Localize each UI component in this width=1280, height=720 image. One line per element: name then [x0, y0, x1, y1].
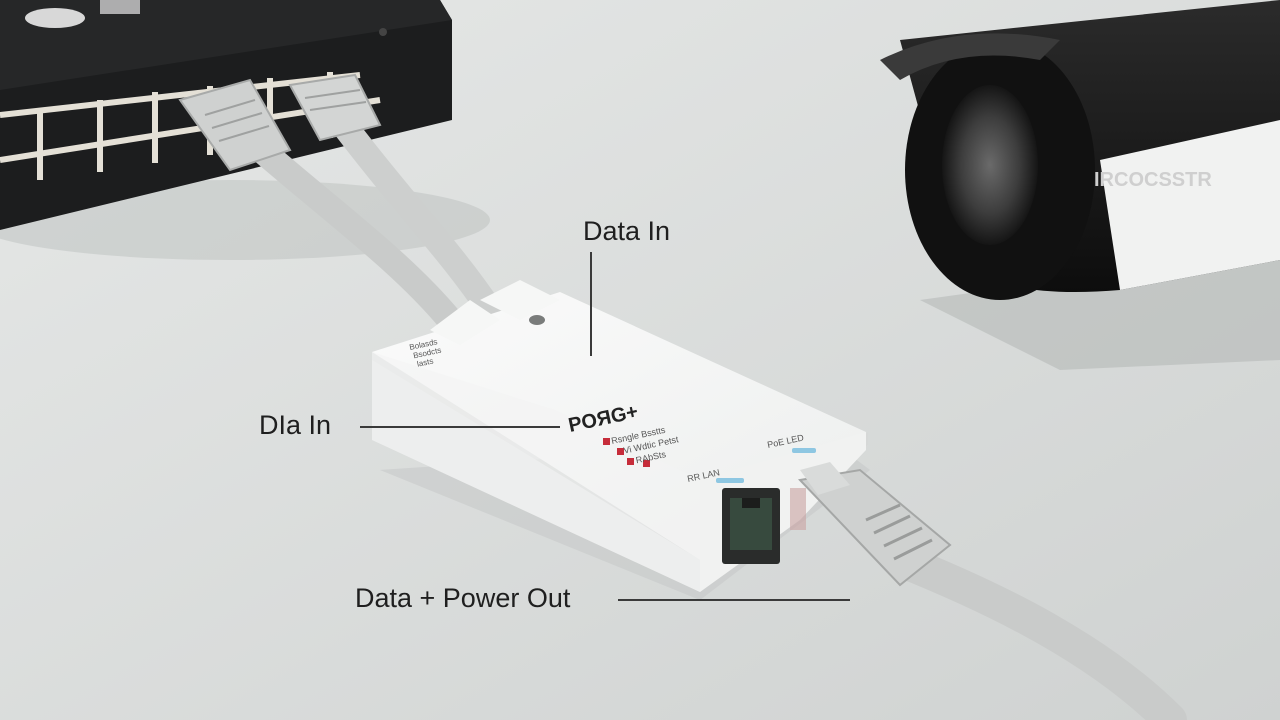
poe-led: [792, 448, 816, 453]
callout-line-data-in-left: [360, 426, 560, 428]
mounting-screw: [529, 315, 545, 325]
camera-shadow: [920, 250, 1280, 370]
camera-brand: IRCOCSSTR: [1094, 169, 1212, 191]
switch-badge: [25, 8, 85, 28]
callout-line-data-power-out: [618, 599, 850, 601]
indicator-dot-4: [643, 460, 650, 467]
device-corner-text-3: lasts: [416, 357, 434, 369]
ethernet-cable-in-2: [288, 73, 503, 323]
indicator-dot-3: [627, 458, 634, 465]
ethernet-cable-in-1: [178, 78, 463, 333]
network-switch: [0, 0, 452, 230]
indicator-dot-2: [617, 448, 624, 455]
camera-lens: [942, 85, 1038, 245]
callout-data-power-out: Data + Power Out: [355, 583, 571, 613]
callout-data-in-top: Data In: [583, 216, 671, 246]
security-camera: IRCOCSSTR: [880, 0, 1280, 300]
ethernet-cable-out: [790, 462, 1187, 720]
status-led: [716, 478, 744, 483]
callout-line-data-in-top: [590, 252, 592, 356]
callout-data-in-left: DIa In: [259, 410, 332, 440]
indicator-dot-1: [603, 438, 610, 445]
